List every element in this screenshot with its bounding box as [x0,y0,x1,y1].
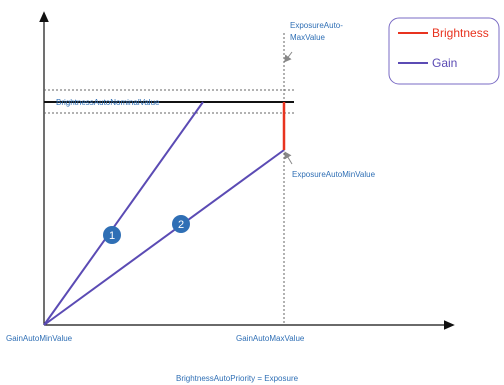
legend-gain-label: Gain [432,56,457,70]
exposure-max-pointer-arrow [284,51,293,63]
footer-label: BrightnessAutoPriority = Exposure [176,374,299,383]
legend-brightness-label: Brightness [432,26,489,40]
gain-curve-1-rise [43,101,204,326]
gain-min-label: GainAutoMinValue [6,334,73,343]
gain-max-label: GainAutoMaxValue [236,334,305,343]
marker-1: 1 [103,226,121,244]
brightness-nominal-label: BrightnessAutoNominalValue [56,98,160,107]
exposure-min-label: ExposureAutoMinValue [292,170,376,179]
legend: Brightness Gain [388,17,500,85]
gain-curve-2-rise [43,149,285,326]
exposure-max-label-line2: MaxValue [290,33,326,42]
legend-box [388,17,500,85]
exposure-max-label-line1: ExposureAuto- [290,21,343,30]
marker-2-number: 2 [178,219,184,231]
exposure-min-pointer-arrow [284,151,293,165]
marker-1-number: 1 [109,230,115,242]
marker-2: 2 [172,215,190,233]
